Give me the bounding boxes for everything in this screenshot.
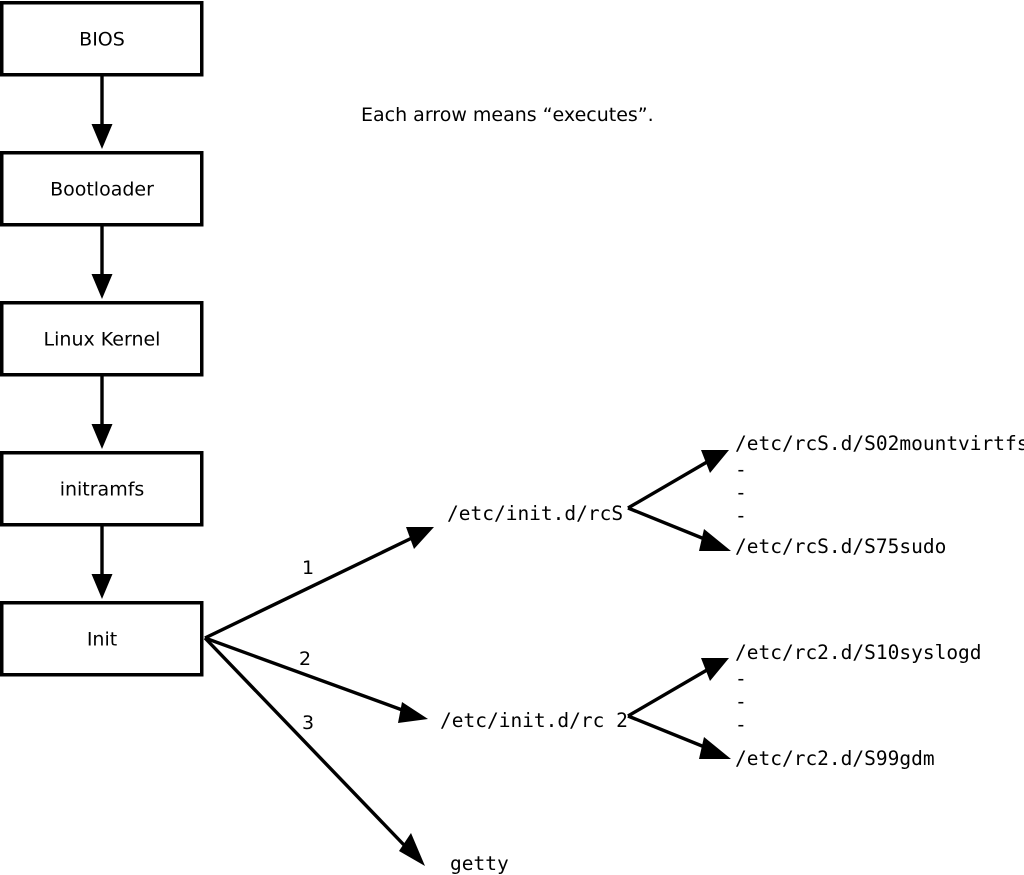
node-kernel-box[interactable]	[0, 301, 204, 377]
arrow-bootloader-to-kernel	[91, 225, 113, 299]
arrow-label-2: 2	[299, 648, 311, 670]
label-init-d-rc2[interactable]: /etc/init.d/rc 2	[440, 709, 628, 732]
arrow-bios-to-bootloader	[91, 75, 113, 149]
node-bootloader-label: Bootloader	[50, 179, 154, 201]
label-rcs-ellipsis-3: -	[735, 504, 747, 527]
label-getty[interactable]: getty	[450, 852, 509, 875]
label-rcs-last-script[interactable]: /etc/rcS.d/S75sudo	[735, 535, 946, 558]
label-rc2-last-script[interactable]: /etc/rc2.d/S99gdm	[735, 747, 935, 770]
node-bios[interactable]: BIOS	[0, 1, 204, 77]
node-initramfs-box[interactable]	[0, 451, 204, 527]
node-initramfs-label: initramfs	[60, 479, 145, 501]
arrow-rc2-to-last	[627, 714, 731, 759]
legend-note: Each arrow means “executes”.	[361, 104, 654, 126]
label-rc2-first-script[interactable]: /etc/rc2.d/S10syslogd	[735, 641, 982, 664]
node-init-label: Init	[87, 629, 117, 651]
arrow-label-3: 3	[302, 712, 314, 734]
arrow-rc2-to-first	[627, 658, 729, 718]
label-rc2-ellipsis-1: -	[735, 667, 747, 690]
node-init[interactable]: Init	[0, 601, 204, 677]
arrow-kernel-to-initramfs	[91, 375, 113, 449]
label-rcs-first-script[interactable]: /etc/rcS.d/S02mountvirtfs	[735, 432, 1024, 455]
node-bios-box[interactable]	[0, 1, 204, 77]
label-rcs-ellipsis-2: -	[735, 481, 747, 504]
node-init-box[interactable]	[0, 601, 204, 677]
arrow-rcs-to-first	[627, 450, 729, 510]
arrow-init-branch-1	[204, 527, 434, 640]
node-initramfs[interactable]: initramfs	[0, 451, 204, 527]
label-rcs-ellipsis-1: -	[735, 458, 747, 481]
node-bootloader[interactable]: Bootloader	[0, 151, 204, 227]
label-rc2-ellipsis-3: -	[735, 713, 747, 736]
arrow-label-1: 1	[302, 557, 314, 579]
arrow-init-branch-3	[203, 636, 425, 866]
arrow-rcs-to-last	[627, 506, 731, 551]
label-rc2-ellipsis-2: -	[735, 690, 747, 713]
node-bios-label: BIOS	[79, 29, 125, 51]
arrow-initramfs-to-init	[91, 525, 113, 599]
arrow-init-branch-2	[204, 636, 428, 723]
label-init-d-rcs[interactable]: /etc/init.d/rcS	[447, 502, 623, 525]
node-kernel-label: Linux Kernel	[44, 329, 161, 351]
node-bootloader-box[interactable]	[0, 151, 204, 227]
node-kernel[interactable]: Linux Kernel	[0, 301, 204, 377]
